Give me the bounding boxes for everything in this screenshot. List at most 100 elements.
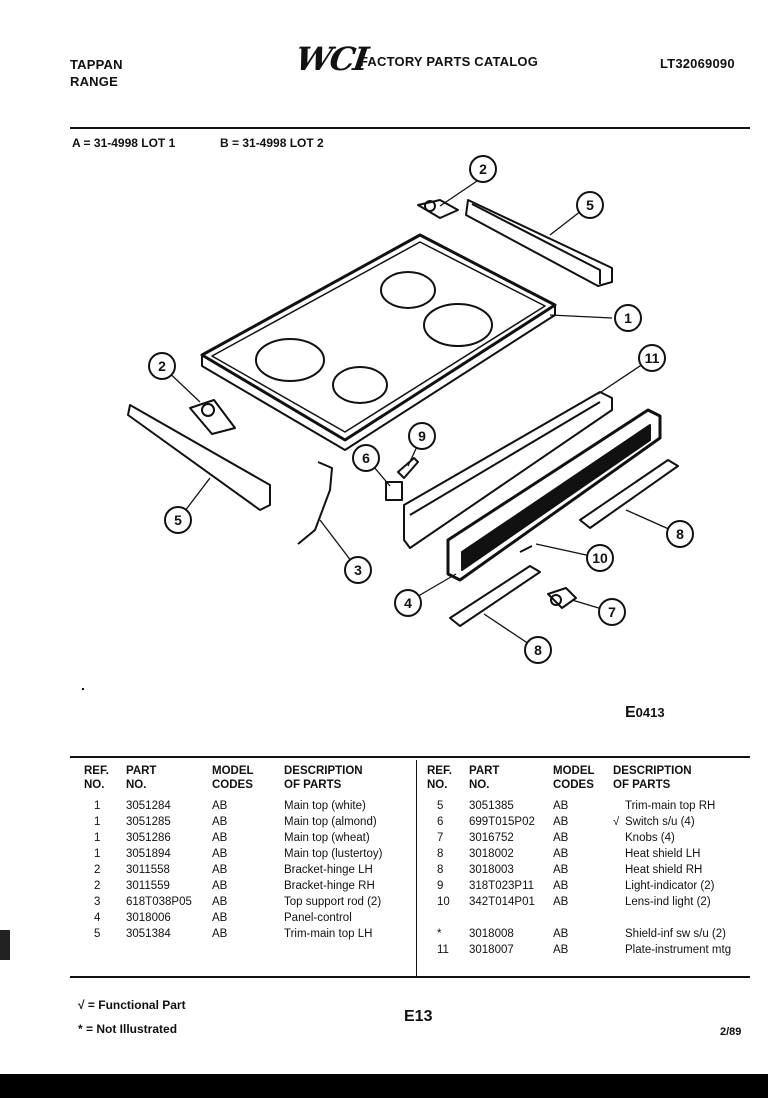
indicator-light-illustration — [397, 457, 419, 479]
ref-no-cell: 5 — [94, 928, 101, 940]
description-cell: Heat shield RH — [625, 864, 703, 876]
trim-rh-illustration — [465, 199, 613, 287]
ref-no-cell: 4 — [94, 912, 101, 924]
ref-no-cell: 10 — [437, 896, 450, 908]
model-code-cell: AB — [212, 832, 228, 844]
description-cell: Switch s/u (4) — [625, 816, 695, 828]
callout-circle — [638, 344, 666, 372]
description-cell: Bracket-hinge RH — [284, 880, 375, 892]
part-no-cell: 3051285 — [126, 816, 171, 828]
callout-11: 11 — [645, 350, 660, 366]
header-ref-no: REF.NO. — [427, 765, 452, 791]
page-number: E13 — [404, 1008, 433, 1025]
ref-no-cell: 2 — [94, 880, 101, 892]
callout-circle — [598, 598, 626, 626]
functional-mark-cell — [613, 878, 625, 894]
ref-no-cell: 7 — [437, 832, 444, 844]
part-no-cell: 3051286 — [126, 832, 171, 844]
catalog-title: FACTORY PARTS CATALOG — [360, 54, 539, 69]
switch-illustration — [385, 481, 403, 501]
model-code-cell: AB — [553, 896, 569, 908]
description-cell: Lens-ind light (2) — [625, 896, 711, 908]
part-no-cell: 342T014P01 — [469, 896, 535, 908]
functional-mark-cell — [613, 926, 625, 942]
lot-a-label: A = 31-4998 LOT 1 — [72, 136, 176, 150]
control-panel-illustration — [446, 408, 662, 582]
callout-1: 1 — [624, 310, 632, 326]
part-no-cell: 3018006 — [126, 912, 171, 924]
model-code-cell: AB — [553, 832, 569, 844]
description-cell: Top support rod (2) — [284, 896, 382, 908]
callout-circle — [524, 636, 552, 664]
description-cell: Main top (almond) — [284, 816, 377, 828]
lens-illustration — [519, 545, 533, 553]
callout-circle — [344, 556, 372, 584]
description-cell: Shield-inf sw s/u (2) — [625, 928, 726, 940]
callout-circle — [469, 155, 497, 183]
functional-mark-cell — [613, 942, 625, 958]
model-code-cell: AB — [212, 816, 228, 828]
ref-no-cell: 5 — [437, 800, 444, 812]
part-no-cell: 3018008 — [469, 928, 514, 940]
ref-no-cell: 8 — [437, 864, 444, 876]
model-code-cell: AB — [553, 880, 569, 892]
ref-no-cell: * — [437, 928, 442, 940]
callout-2-left: 2 — [158, 358, 166, 374]
callout-circle — [586, 544, 614, 572]
model-code-cell: AB — [553, 864, 569, 876]
model-code-cell: AB — [212, 864, 228, 876]
ref-no-cell: 2 — [94, 864, 101, 876]
description-cell — [625, 910, 755, 926]
callout-circle — [164, 506, 192, 534]
illustration-code: E0413 — [625, 704, 665, 721]
table-top-rule — [70, 756, 750, 758]
description-cell: Trim-main top LH — [284, 928, 373, 940]
callout-circle — [576, 191, 604, 219]
scan-speck — [82, 688, 84, 690]
heat-shield-rh-illustration — [579, 459, 679, 529]
model-code-cell: AB — [212, 848, 228, 860]
functional-mark-cell — [613, 862, 625, 878]
functional-mark-cell — [613, 910, 625, 926]
knob-illustration — [547, 587, 577, 609]
model-code-cell: AB — [553, 944, 569, 956]
model-code-cell — [553, 910, 613, 926]
callout-7: 7 — [608, 604, 616, 620]
callout-10: 10 — [592, 550, 608, 566]
ref-no-cell: 11 — [437, 944, 449, 956]
model-number: LT32069090 — [660, 56, 735, 71]
callout-5-top: 5 — [586, 197, 594, 213]
not-illustrated-note: * = Not Illustrated — [78, 1022, 178, 1036]
part-no-cell: 3011558 — [126, 864, 170, 876]
ref-no-cell: 9 — [437, 880, 444, 892]
description-cell: Panel-control — [284, 912, 352, 924]
heat-shield-lh-illustration — [449, 565, 541, 627]
table-row: 10 342T014P01 AB Lens-ind light (2) — [427, 894, 755, 910]
callout-circle — [614, 304, 642, 332]
ref-no-cell — [427, 910, 469, 926]
description-cell: Knobs (4) — [625, 832, 675, 844]
callout-5-left: 5 — [174, 512, 182, 528]
part-no-cell: 3018007 — [469, 944, 514, 956]
table-column-divider — [416, 760, 417, 976]
part-no-cell: 3016752 — [469, 832, 514, 844]
hinge-top-illustration — [417, 199, 459, 219]
